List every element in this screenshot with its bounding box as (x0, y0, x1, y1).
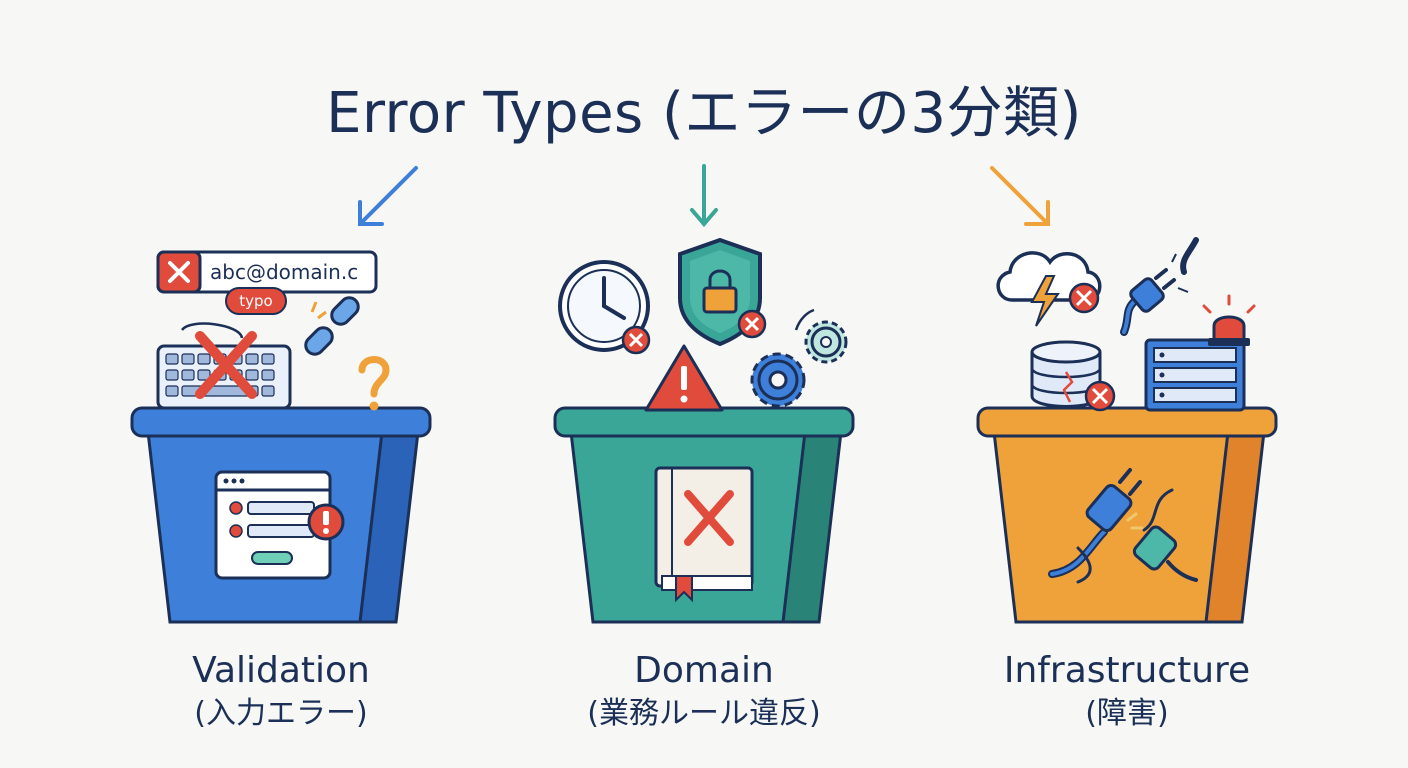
infrastructure-bucket (976, 406, 1278, 624)
validation-subtitle: (入力エラー) (194, 696, 368, 731)
form-error-icon (214, 470, 332, 580)
clock-icon (558, 260, 651, 355)
infrastructure-subtitle: (障害) (1085, 696, 1169, 731)
broken-link-icon (304, 296, 360, 356)
cloud-lightning-icon (996, 251, 1102, 327)
question-icon (358, 356, 390, 411)
validation-label: Validation (入力エラー) (71, 648, 491, 733)
arrow-to-infrastructure (990, 166, 1050, 226)
server-icon (1144, 338, 1246, 412)
siren-icon (1202, 294, 1256, 346)
alert-icon (307, 503, 345, 541)
domain-subtitle: (業務ルール違反) (587, 696, 821, 731)
arrow-to-validation (358, 166, 418, 226)
gears-icon (750, 308, 848, 408)
domain-label: Domain (業務ルール違反) (494, 648, 914, 733)
rulebook-x-icon (654, 466, 754, 603)
email-value: abc@domain.c (210, 260, 358, 284)
x-icon (168, 261, 190, 283)
domain-title: Domain (634, 650, 774, 691)
keyboard-x-icon (195, 331, 257, 399)
shield-lock-icon (678, 237, 767, 347)
plug-icon (1120, 237, 1199, 336)
infrastructure-title: Infrastructure (1003, 650, 1251, 691)
email-field-icon: abc@domain.c (156, 250, 378, 294)
typo-tag-icon: typo (225, 287, 287, 315)
infrastructure-label: Infrastructure (障害) (917, 648, 1337, 733)
typo-tag-label: typo (239, 292, 272, 310)
warning-triangle-icon (644, 344, 724, 412)
unplugged-cable-icon (1048, 468, 1198, 584)
database-icon (1030, 340, 1116, 412)
validation-title: Validation (192, 650, 370, 691)
arrow-to-domain (690, 164, 718, 228)
page-title: Error Types (エラーの3分類) (326, 81, 1082, 146)
